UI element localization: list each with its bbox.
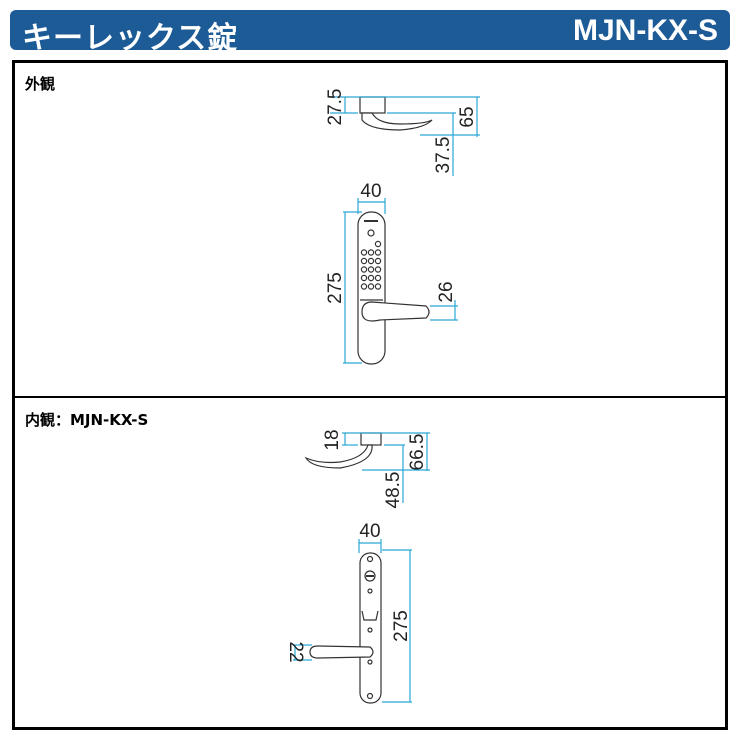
drawing-frame: 外観 内観：MJN-KX-S: [12, 60, 728, 730]
dim-height: 275: [391, 610, 412, 642]
keypad-button: [374, 257, 382, 265]
keypad-button: [360, 266, 368, 273]
exterior-side-view: 27.5 65 37.5: [325, 89, 480, 176]
keypad-button: [374, 266, 382, 273]
keypad-button: [374, 240, 382, 248]
lever-front: [309, 645, 374, 659]
lever-side: [304, 444, 373, 469]
dim-side-lever: 37.5: [433, 137, 454, 174]
keypad-button: [360, 283, 368, 290]
keypad-button: [360, 257, 368, 265]
keypad-button: [367, 257, 375, 265]
interior-front-view: 40 275 22: [285, 521, 412, 704]
lever-front: [361, 301, 430, 322]
exterior-label: 外観: [25, 75, 56, 93]
dim-side-lever: 48.5: [383, 472, 404, 509]
section-divider: [15, 396, 725, 398]
dim-height: 275: [325, 272, 346, 304]
keypad-button: [374, 249, 382, 256]
keypad-button: [374, 283, 382, 290]
rosette: [360, 432, 382, 446]
keypad-button: [374, 274, 382, 282]
rosette: [359, 96, 386, 114]
keypad-button: [367, 249, 375, 256]
dim-width: 40: [360, 181, 381, 202]
dim-side-total: 65: [457, 106, 478, 127]
exterior-front-view: 40 275 26: [325, 181, 458, 365]
model-number: MJN-KX-S: [572, 14, 718, 47]
dim-side-top: 18: [322, 429, 343, 450]
dim-lever-width: 26: [436, 281, 457, 302]
dim-width: 40: [359, 521, 380, 542]
keypad-button: [360, 249, 368, 256]
keypad-button: [367, 283, 375, 290]
dim-side-total: 66.5: [407, 434, 428, 471]
keypad-button: [367, 266, 375, 273]
product-title: キーレックス錠: [22, 21, 239, 56]
interior-side-view: 18 66.5 48.5: [304, 429, 430, 509]
dim-side-top: 27.5: [325, 89, 346, 126]
title-bar: キーレックス錠 MJN-KX-S: [10, 10, 730, 56]
keypad-button: [367, 274, 375, 282]
dim-lever-width: 22: [285, 641, 306, 662]
lever-side: [361, 112, 433, 131]
interior-label: 内観：MJN-KX-S: [25, 411, 149, 429]
keypad-button: [360, 274, 368, 282]
